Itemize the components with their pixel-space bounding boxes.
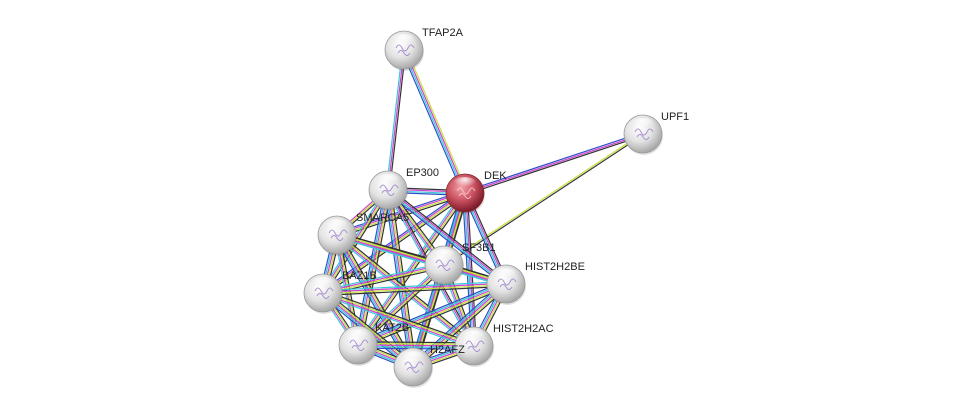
edge-strand-cyan [385,189,413,368]
edge-strand-yellowgreen [442,132,644,265]
edge-hist2h2be-h2afz[interactable] [410,281,509,370]
edge-strand-cyan [411,282,506,367]
edge-strand-magenta [387,189,414,368]
node-sf3b1[interactable]: SF3B1 [424,242,496,286]
edge-strand-yellowgreen [322,284,507,295]
edge-strand-cyan [355,191,464,345]
edge-ep300-h2afz[interactable] [384,188,417,369]
edge-strand-magenta [322,263,445,293]
node-shine [453,177,477,191]
node-label: TFAP2A [422,27,464,39]
edge-strand-cyan [321,262,445,292]
edge-strand-yellowgreen [413,284,508,369]
edge-strand-black [464,134,645,196]
node-label: SMARCA5 [356,212,409,224]
edge-strand-magenta [465,192,476,347]
edge-strand-cyan [357,345,475,349]
node-shine [392,34,416,48]
node-shine [325,219,349,233]
edge-hist2h2be-baz1b[interactable] [322,281,507,296]
node-shine [432,249,456,263]
edge-strand-cyan [356,281,506,345]
edge-strand-magenta [357,283,507,346]
edge-strand-yellowgreen [322,291,475,346]
node-shine [311,277,335,291]
node-shine [462,330,486,344]
edges-layer [319,48,645,371]
edge-strand-cyan [402,49,465,194]
edge-strand-black [388,187,509,283]
edge-strand-black [443,134,645,267]
node-shine [631,118,655,132]
node-smarca5[interactable]: SMARCA5 [317,212,409,256]
edge-strand-blue [384,189,411,369]
edge-strand-black [388,49,407,191]
edge-strand-yellowgreen [323,291,415,367]
edge-strand-yellowgreen [405,48,468,193]
edge-strand-magenta [322,293,475,348]
edge-strand-magenta [412,283,507,368]
edge-strand-cyan [386,190,507,286]
node-label: KAT2B [375,322,409,334]
edge-strand-yellowgreen [358,284,508,348]
node-shine [401,351,425,365]
node-dek[interactable]: DEK [445,170,507,214]
edge-ep300-hist2h2be[interactable] [385,187,509,287]
edge-strand-magenta [322,282,507,293]
node-h2afz[interactable]: H2AFZ [393,344,465,388]
edge-hist2h2be-kat2b[interactable] [356,280,508,349]
edge-strand-blue [410,281,505,366]
node-label: BAZ1B [342,270,377,282]
node-shine [494,268,518,282]
node-hist2h2be[interactable]: HIST2H2BE [486,261,585,305]
edge-strand-magenta [356,191,465,346]
edge-strand-blue [401,50,464,195]
node-upf1[interactable]: UPF1 [623,111,689,155]
edge-strand-blue [385,191,506,287]
edge-strand-blue [463,131,644,193]
edge-tfap2a-ep300[interactable] [385,49,407,191]
node-hist2h2ac[interactable]: HIST2H2AC [454,323,554,367]
edge-strand-blue [356,280,506,343]
node-baz1b[interactable]: BAZ1B [303,270,377,314]
edge-strand-cyan [321,294,474,349]
node-ep300[interactable]: EP300 [368,167,439,211]
node-label: UPF1 [661,111,689,123]
edge-strand-cyan [355,189,388,346]
edge-strand-cyan [385,49,404,191]
edge-strand-black [414,285,509,370]
node-shine [376,174,400,188]
edge-upf1-dek[interactable] [463,131,645,196]
edge-strand-cyan [322,281,507,292]
edge-strand-black [357,341,475,344]
node-label: DEK [484,170,507,182]
edge-baz1b-hist2h2ac[interactable] [321,290,476,349]
node-label: EP300 [406,167,439,179]
edge-strand-magenta [387,49,405,191]
edge-tfap2a-dek[interactable] [401,48,468,195]
edge-strand-black [390,188,417,368]
edge-strand-magenta [387,188,508,284]
node-label: H2AFZ [430,344,465,356]
edge-strand-black [358,286,508,349]
node-shine [346,329,370,343]
node-label: HIST2H2BE [525,261,585,273]
edge-strand-black [359,193,468,347]
edge-strand-black [466,192,477,347]
edge-strand-black [324,289,416,366]
node-kat2b[interactable]: KAT2B [338,322,409,366]
node-label: HIST2H2AC [493,323,554,335]
edge-strand-yellowgreen [357,342,475,346]
node-tfap2a[interactable]: TFAP2A [384,27,464,71]
edge-strand-black [323,290,476,345]
edge-strand-magenta [464,133,644,194]
edge-strand-magenta [404,49,467,194]
edge-strand-yellowgreen [388,189,416,368]
edge-upf1-sf3b1[interactable] [442,132,645,267]
node-label: SF3B1 [462,242,496,254]
edge-strand-black [322,285,507,296]
